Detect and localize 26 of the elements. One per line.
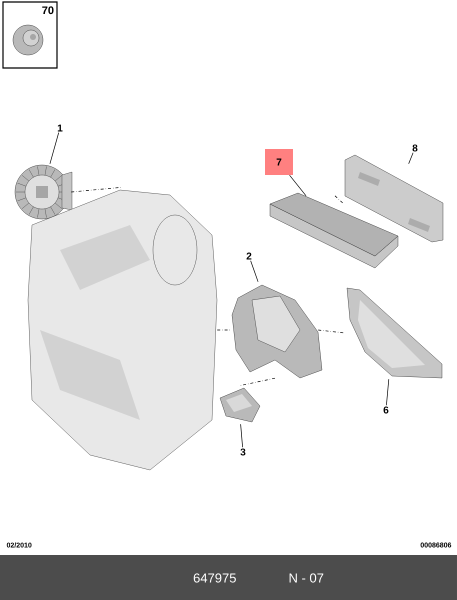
inset-box: 70 (2, 1, 58, 69)
cabin-filter-drawing (270, 192, 398, 268)
leader-line (240, 424, 243, 448)
heater-housing-drawing (28, 190, 218, 470)
leader-line (50, 132, 60, 164)
air-duct-drawing (232, 284, 322, 378)
part-number: 647975 (194, 573, 236, 583)
leader-line (408, 152, 414, 164)
callout-number: 1 (58, 124, 62, 132)
callout-number: 3 (240, 448, 246, 456)
leader-line (386, 378, 390, 406)
centerline (238, 378, 276, 386)
centerline (318, 330, 346, 334)
callout-number: 6 (384, 406, 388, 414)
page-code: N - 07 (290, 573, 324, 583)
callout-number: 8 (412, 144, 418, 152)
filter-cover-drawing (344, 154, 444, 242)
leader-line (289, 174, 306, 196)
housing-cover-drawing (346, 288, 442, 378)
blower-fan-drawing (14, 164, 72, 220)
centerline (334, 195, 344, 204)
callout-number: 7 (265, 149, 293, 175)
callout-number: 2 (246, 252, 252, 260)
centerline (70, 186, 122, 192)
leader-line (250, 260, 258, 282)
resistor-drawing (220, 388, 260, 422)
